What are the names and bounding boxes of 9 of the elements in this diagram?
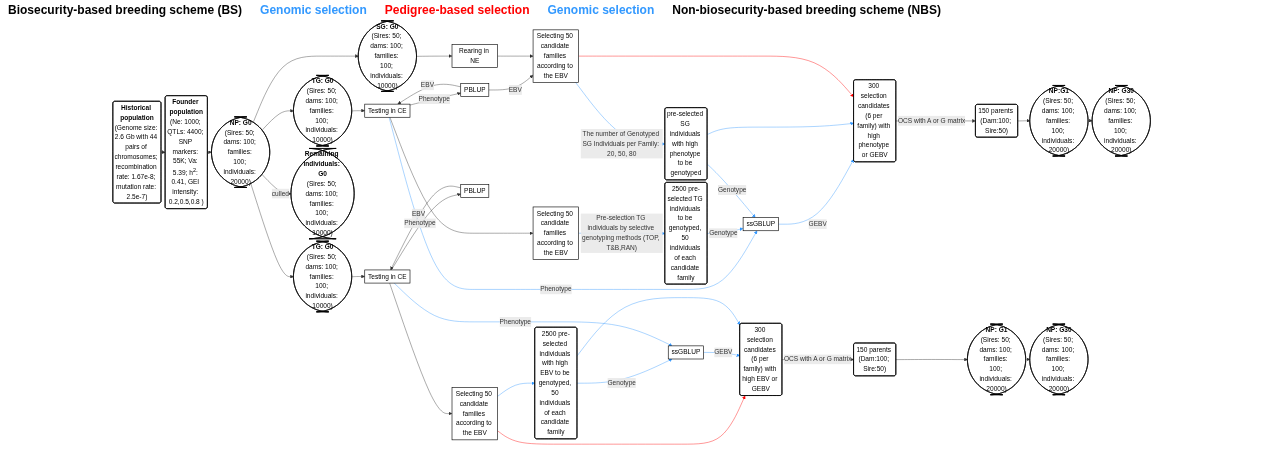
arrow [1026, 357, 1031, 362]
section-label: Genomic selection [547, 3, 655, 17]
section-label: Genomic selection [260, 3, 367, 17]
section-label: Biosecurity-based breeding scheme (BS) [8, 3, 243, 17]
arrow [161, 150, 166, 154]
section-label: Non-biosecurity-based breeding scheme (NBS) [672, 3, 941, 17]
arrow [207, 150, 213, 154]
arrow [1088, 118, 1093, 123]
section-label: Pedigree-based selection [384, 3, 530, 17]
